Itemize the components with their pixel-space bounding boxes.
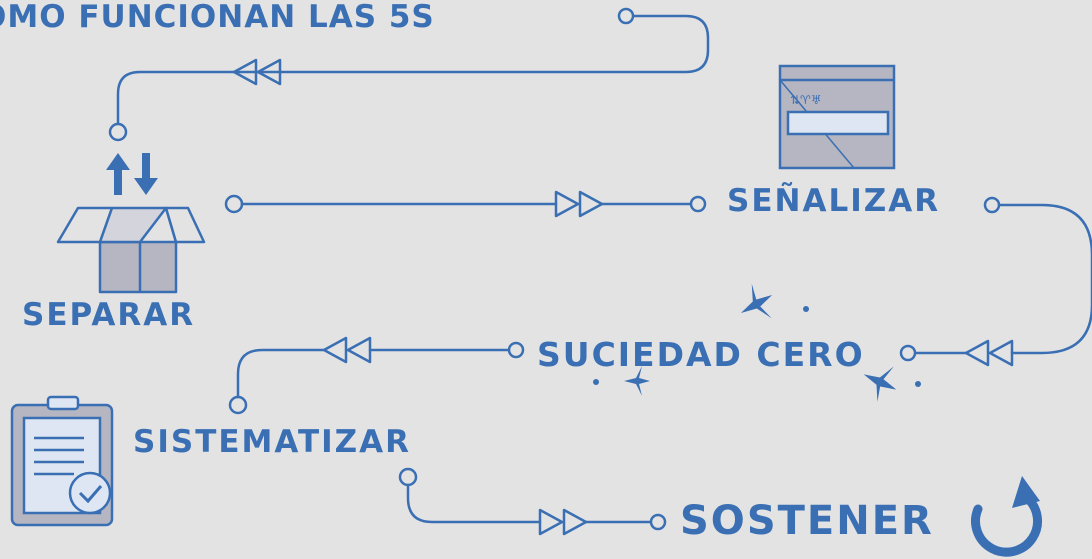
connector-separar-to-senalizar (224, 190, 707, 218)
arrow-right-icon (554, 190, 604, 218)
connector-suciedad-to-sistematizar (228, 336, 525, 415)
arrow-right-icon (538, 508, 588, 536)
clipboard-check-icon (10, 395, 114, 527)
connector-sistematizar-to-sostener (398, 467, 667, 536)
step-senalizar-label: SEÑALIZAR (727, 183, 941, 219)
up-down-arrows-icon (106, 153, 158, 195)
svg-text:⇅♈♅: ⇅♈♅ (790, 93, 822, 107)
arrow-left-icon (232, 58, 282, 86)
page-title: OMO FUNCIONAN LAS 5S (0, 0, 435, 35)
step-sostener-label: SOSTENER (680, 498, 934, 544)
shipping-box-icon: ⇅♈♅ (778, 64, 896, 170)
connector-title-to-separar (108, 7, 710, 142)
step-separar-label: SEPARAR (22, 297, 196, 333)
arrow-left-icon (964, 339, 1014, 367)
open-box-icon (56, 206, 206, 294)
refresh-icon (971, 476, 1043, 557)
arrow-left-icon (322, 336, 372, 364)
connector-senalizar-to-suciedad (899, 196, 1092, 367)
step-suciedad-cero-label: SUCIEDAD CERO (537, 335, 865, 374)
sparkle-icon (593, 283, 921, 402)
step-sistematizar-label: SISTEMATIZAR (133, 424, 411, 460)
